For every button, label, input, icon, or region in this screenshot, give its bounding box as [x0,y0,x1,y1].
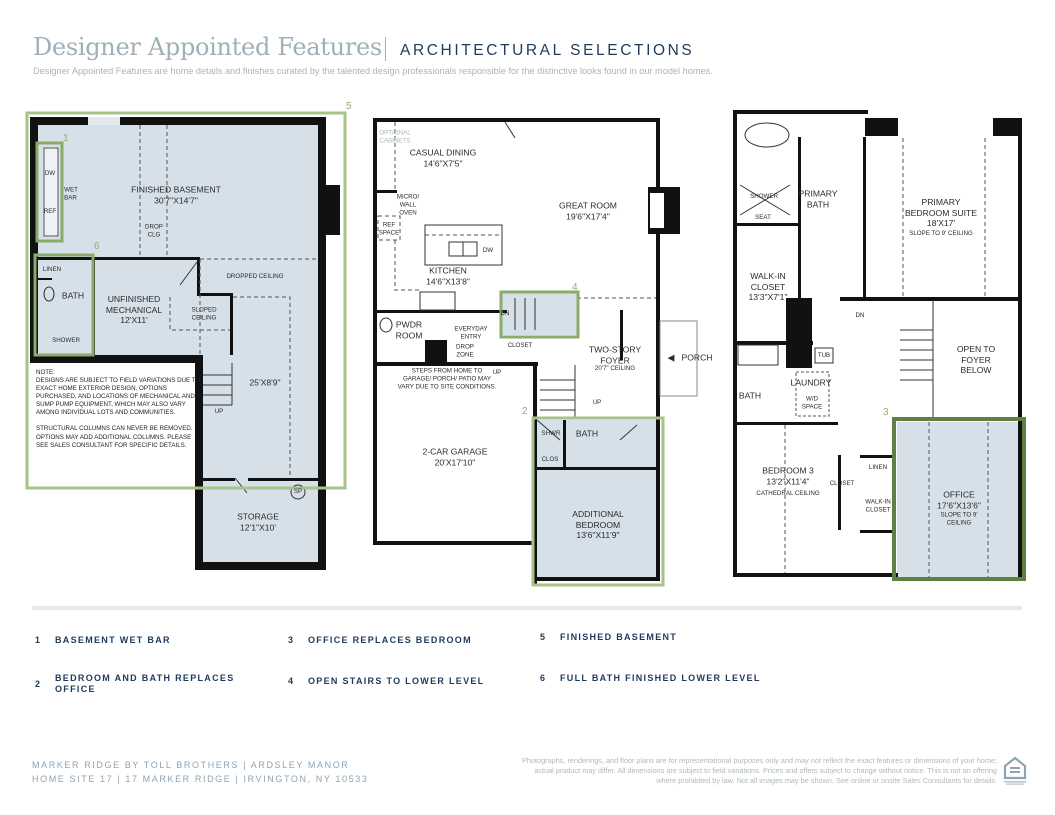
room-casual-dining: CASUAL DINING 14'6"X7'5" [409,147,477,168]
porch-arrow-icon: ◀ [667,352,675,363]
foyer-ceiling-label: 20'7" CEILING [594,365,636,373]
shower-label: SHWR [541,430,561,438]
room-bath: BATH [61,290,85,301]
closet-label-2: CLOS [541,456,559,464]
wd-space-label: W/D SPACE [801,395,823,410]
basement-plan [25,111,347,570]
page-subtitle: ARCHITECTURAL SELECTIONS [400,42,695,59]
open-to-foyer-label: OPEN TO FOYER BELOW [956,343,996,376]
tub-label: TUB [817,352,831,360]
seat-label: SEAT [755,214,771,222]
room-additional-bedroom: ADDITIONAL BEDROOM 13'6"X11'9" [572,508,624,541]
wet-bar-label: WET BAR [64,186,78,201]
room-storage: STORAGE 12'1"X10' [237,511,279,532]
section-divider [32,606,1022,610]
shower-label: SHOWER [750,193,778,201]
room-bedroom-3: BEDROOM 3 13'2"X11'4" [762,465,814,486]
marker-6: 6 [94,241,100,252]
drop-ceiling-label: DROP CLG [145,223,163,238]
marker-4: 4 [572,282,578,293]
room-kitchen: KITCHEN 14'6"X13'8" [426,265,470,286]
walk-in-closet-label: WALK-IN CLOSET [865,498,891,513]
steps-note: STEPS FROM HOME TO GARAGE/ PORCH/ PATIO … [397,367,497,390]
porch-label: PORCH [681,352,713,363]
page-title: Designer Appointed Features [33,33,382,61]
disclaimer: Photographs, renderings, and floor plans… [522,756,997,786]
room-powder-room: PWDR ROOM [395,319,423,340]
marker-3: 3 [883,407,889,418]
micro-wall-oven-label: MICRO/ WALL OVEN [396,193,420,216]
equal-housing-logo-icon [1003,756,1027,785]
room-primary-bedroom-suite: PRIMARY BEDROOM SUITE 18'X17' [904,196,978,229]
second-floor-plan [733,110,1026,581]
office-ceiling-label: SLOPE TO 9' CEILING [940,511,978,526]
linen-label: LINEN [42,266,62,274]
closet-label: CLOSET [507,342,533,350]
sump-pump-label: SP [293,488,303,496]
first-floor-plan [373,118,698,587]
primary-ceiling-label: SLOPE TO 9' CEILING [909,230,973,238]
room-bath-2: BATH [738,390,762,401]
dw-label: DW [44,170,56,178]
closet-label: CLOSET [829,480,855,488]
address-line: HOME SITE 17 | 17 MARKER RIDGE | IRVINGT… [32,774,369,784]
room-garage: 2-CAR GARAGE 20'X17'10" [422,446,488,467]
bedroom-3-ceiling-label: CATHEDRAL CEILING [756,490,820,498]
stairs-up-label: UP [214,408,224,416]
room-bath: BATH [575,428,599,439]
intro-text: Designer Appointed Features are home det… [33,66,713,76]
room-great-room: GREAT ROOM 19'6"X17'4" [559,200,617,221]
marker-5: 5 [346,101,352,112]
room-primary-bath: PRIMARY BATH [798,188,838,209]
stairs-down-label: DN [500,310,510,318]
ref-label: REF [43,208,57,216]
stairs-up-label: UP [492,369,502,377]
linen-label: LINEN [868,464,888,472]
marker-2: 2 [522,406,528,417]
room-office: OFFICE 17'6"X13'6" [937,489,981,510]
stairs-up-label-2: UP [592,399,602,407]
room-finished-basement: FINISHED BASEMENT 30'7"X14'7" [131,184,221,205]
sloped-ceiling-label: SLOPED CEILING [191,306,217,321]
room-dimension: 25'X8'9" [249,377,281,388]
plan-note: NOTE: DESIGNS ARE SUBJECT TO FIELD VARIA… [36,369,201,449]
room-walk-in-closet: WALK-IN CLOSET 13'3"X7'1" [748,270,788,303]
room-laundry: LAUNDRY [790,377,832,388]
room-unfinished-mechanical: UNFINISHED MECHANICAL 12'X11' [105,293,163,326]
dropped-ceiling-label: DROPPED CEILING [226,273,284,281]
everyday-entry-label: EVERYDAY ENTRY [454,325,488,340]
community-line: MARKER RIDGE BY TOLL BROTHERS | ARDSLEY … [32,760,350,770]
ref-space-label: REF SPACE [378,221,400,236]
room-two-story-foyer: TWO-STORY FOYER [588,344,642,365]
optional-cabinets-label: OPTIONAL CABINETS [379,129,411,144]
title-separator [385,37,386,61]
marker-1: 1 [63,133,69,144]
floor-plans-drawing [25,110,1026,587]
drop-zone-label: DROP ZONE [456,343,474,358]
shower-label: SHOWER [52,337,80,345]
stairs-down-label: DN [855,312,865,320]
dw-label: DW [482,247,494,255]
